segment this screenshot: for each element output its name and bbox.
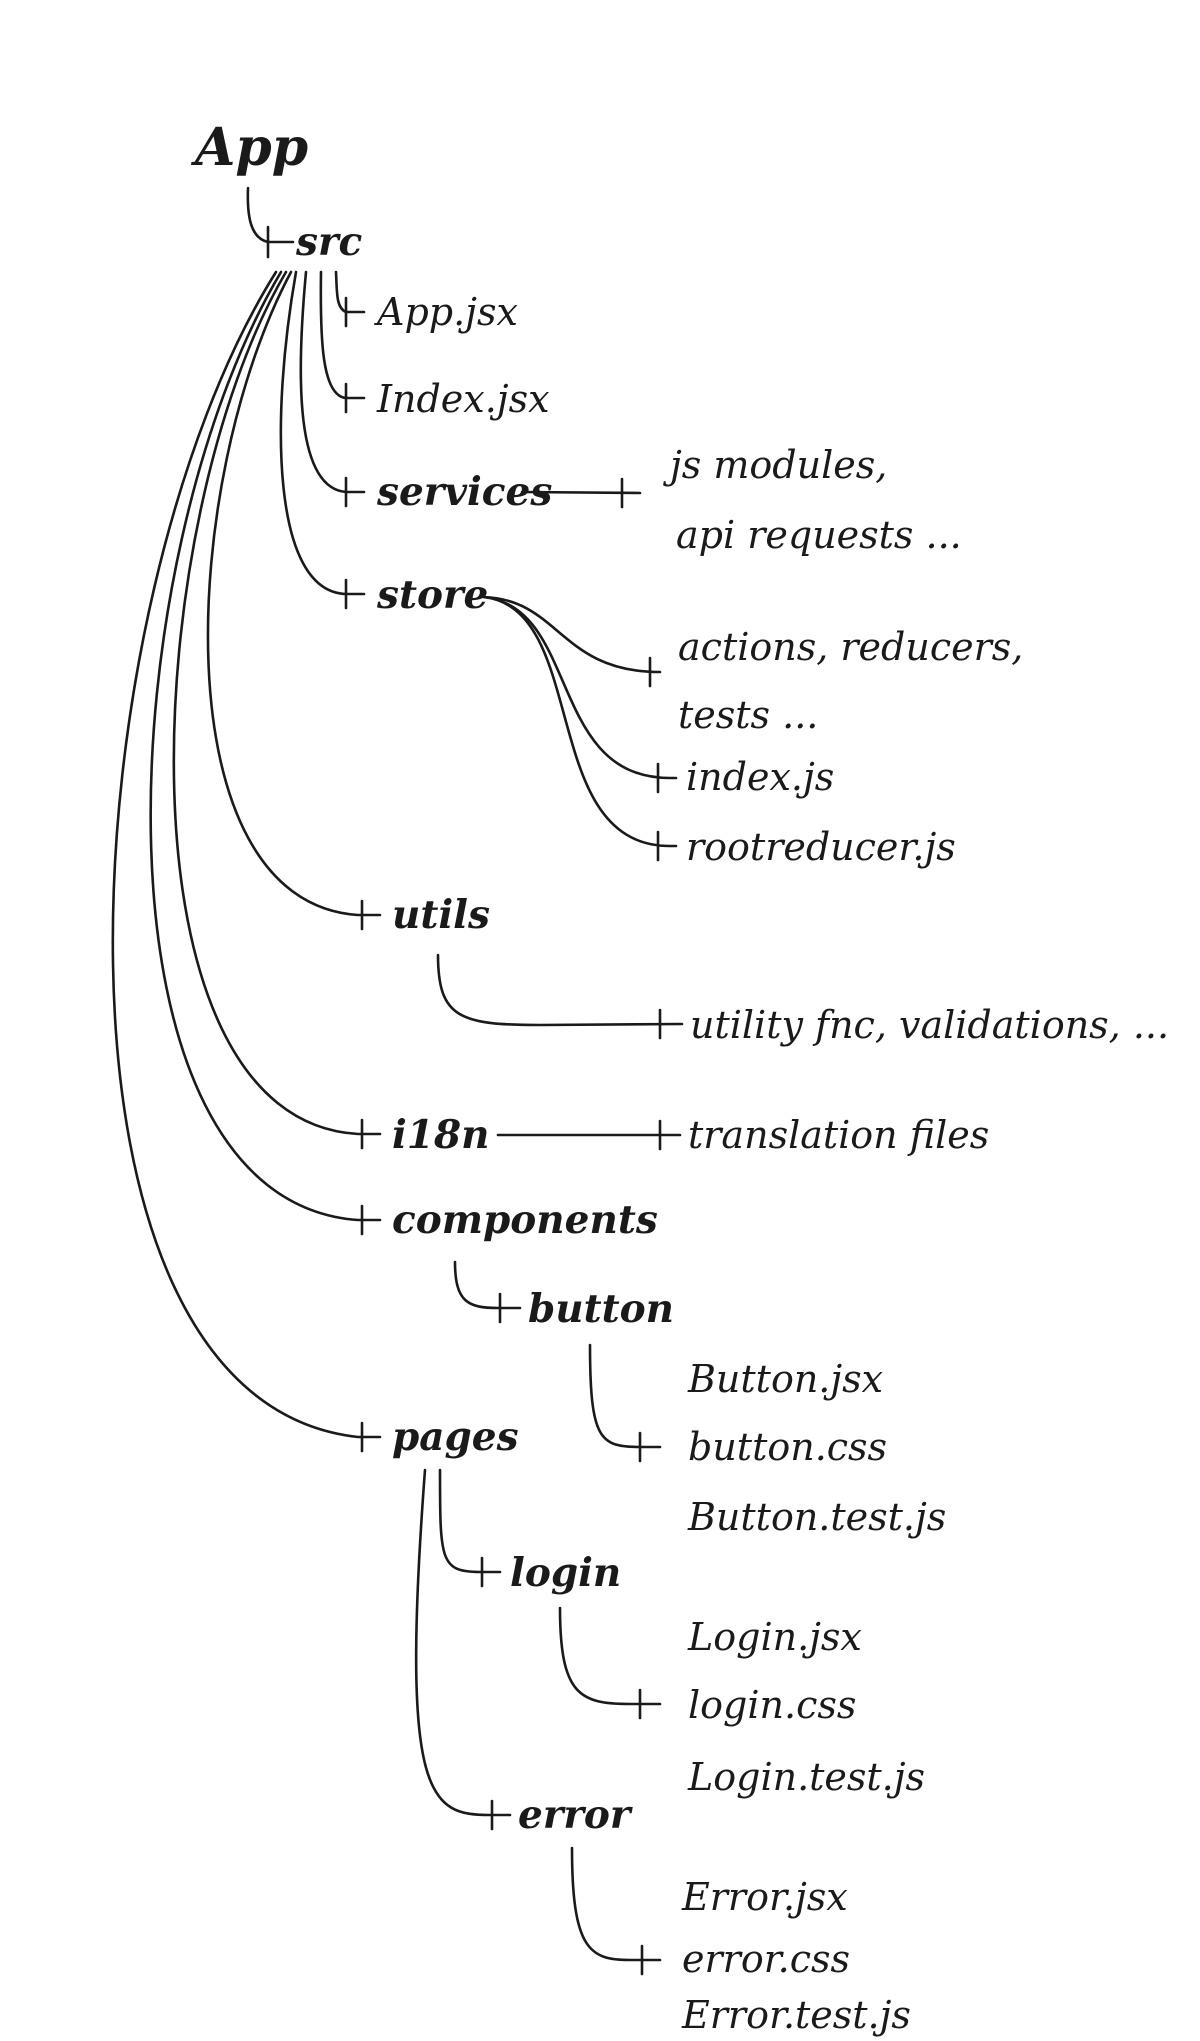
node-i18n: i18n — [392, 1112, 489, 1158]
i18n-note: translation files — [688, 1113, 989, 1157]
node-services: services — [376, 469, 552, 515]
file-button-test-js: Button.test.js — [687, 1495, 946, 1539]
store-note-line-2: tests ... — [678, 693, 818, 737]
connector-src-services — [299, 270, 366, 494]
node-app: App — [190, 117, 308, 178]
file-button-jsx: Button.jsx — [687, 1357, 883, 1401]
file-rootreducer-js: rootreducer.js — [686, 825, 956, 869]
services-note-line-1: js modules, — [663, 443, 887, 487]
file-app-jsx: App.jsx — [374, 290, 518, 334]
services-note-line-2: api requests ... — [676, 513, 962, 557]
connector-pages-login — [438, 1468, 502, 1574]
connector-utils-note — [436, 953, 684, 1027]
file-login-jsx: Login.jsx — [687, 1615, 862, 1659]
connector-login-files — [558, 1606, 662, 1706]
utils-note: utility fnc, validations, ... — [690, 1003, 1169, 1047]
connector-src-i18n — [172, 270, 382, 1136]
file-button-css: button.css — [688, 1425, 887, 1469]
connector-components-button — [453, 1260, 522, 1310]
connector-src-indexjsx — [319, 270, 366, 400]
connector-src-pages — [111, 270, 382, 1439]
connectors — [111, 186, 684, 1976]
connector-src-store — [279, 270, 366, 596]
connector-services-note — [520, 490, 642, 495]
node-src: src — [295, 219, 363, 265]
node-login: login — [510, 1550, 621, 1596]
node-pages: pages — [392, 1414, 519, 1460]
connector-pages-error — [414, 1468, 512, 1817]
file-error-css: error.css — [682, 1937, 850, 1981]
node-store: store — [376, 572, 488, 618]
file-index-jsx: Index.jsx — [376, 377, 550, 421]
connector-store-index — [482, 595, 678, 780]
node-error: error — [518, 1792, 633, 1838]
node-button: button — [528, 1286, 674, 1332]
labels: App src App.jsx Index.jsx services js mo… — [190, 117, 1169, 2037]
connector-app-src — [246, 186, 295, 244]
file-login-test-js: Login.test.js — [687, 1755, 925, 1799]
node-components: components — [392, 1197, 658, 1243]
file-login-css: login.css — [688, 1683, 856, 1727]
connector-store-actions — [482, 595, 662, 674]
connector-button-files — [588, 1343, 662, 1449]
connector-src-utils — [206, 270, 382, 917]
connector-store-rootreducer — [482, 595, 678, 848]
file-error-jsx: Error.jsx — [681, 1875, 848, 1919]
connector-src-components — [149, 270, 382, 1222]
store-note-line-1: actions, reducers, — [678, 625, 1023, 669]
file-error-test-js: Error.test.js — [681, 1993, 911, 2037]
file-store-index-js: index.js — [686, 755, 834, 799]
connector-src-appjsx — [334, 270, 366, 314]
node-utils: utils — [392, 892, 490, 938]
connector-error-files — [570, 1846, 662, 1962]
